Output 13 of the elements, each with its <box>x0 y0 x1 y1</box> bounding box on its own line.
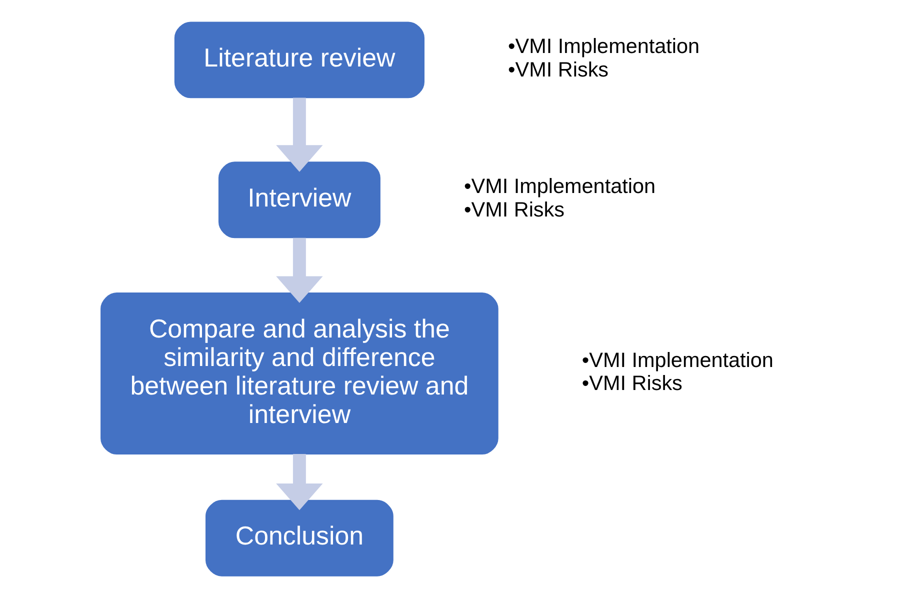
node-label: •VMI Implementation <box>508 35 700 58</box>
node-label: •VMI Implementation <box>464 175 656 198</box>
arrow <box>276 454 323 510</box>
arrow <box>276 238 323 303</box>
node-box: Conclusion <box>206 500 394 576</box>
node-box: Compare and analysis the similarity and difference between literature review and interview <box>100 292 498 455</box>
arrow <box>276 98 323 172</box>
node-box: Interview <box>218 162 380 238</box>
node-box: Literature review <box>174 22 424 98</box>
node-label: •VMI Implementation <box>582 348 774 372</box>
node-label: •VMI Risks <box>582 372 682 396</box>
node-label: •VMI Risks <box>464 198 565 222</box>
node-label: •VMI Risks <box>508 58 609 82</box>
